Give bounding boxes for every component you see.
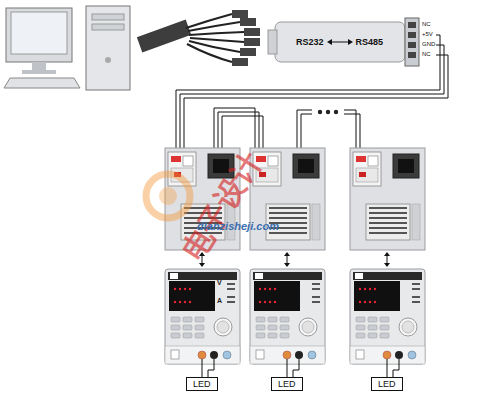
pin-label: NC — [422, 51, 431, 58]
pin-label: +5V — [422, 31, 433, 38]
pin-label: GND — [422, 41, 435, 48]
unit-label: A — [217, 297, 222, 305]
led-label: LED — [278, 379, 296, 389]
pin-label: NC — [422, 21, 431, 28]
led-box: LED — [371, 377, 403, 391]
led-box: LED — [271, 377, 303, 391]
converter-box: RS232 RS485 — [296, 37, 383, 47]
led-label: LED — [193, 379, 211, 389]
led-box: LED — [186, 377, 218, 391]
watermark-url: dianzisheji.com — [197, 220, 279, 232]
unit-label: V — [217, 279, 222, 287]
protocol-label: RS485 — [356, 37, 384, 47]
double-arrow — [327, 38, 353, 46]
led-label: LED — [378, 379, 396, 389]
protocol-label: RS232 — [296, 37, 324, 47]
